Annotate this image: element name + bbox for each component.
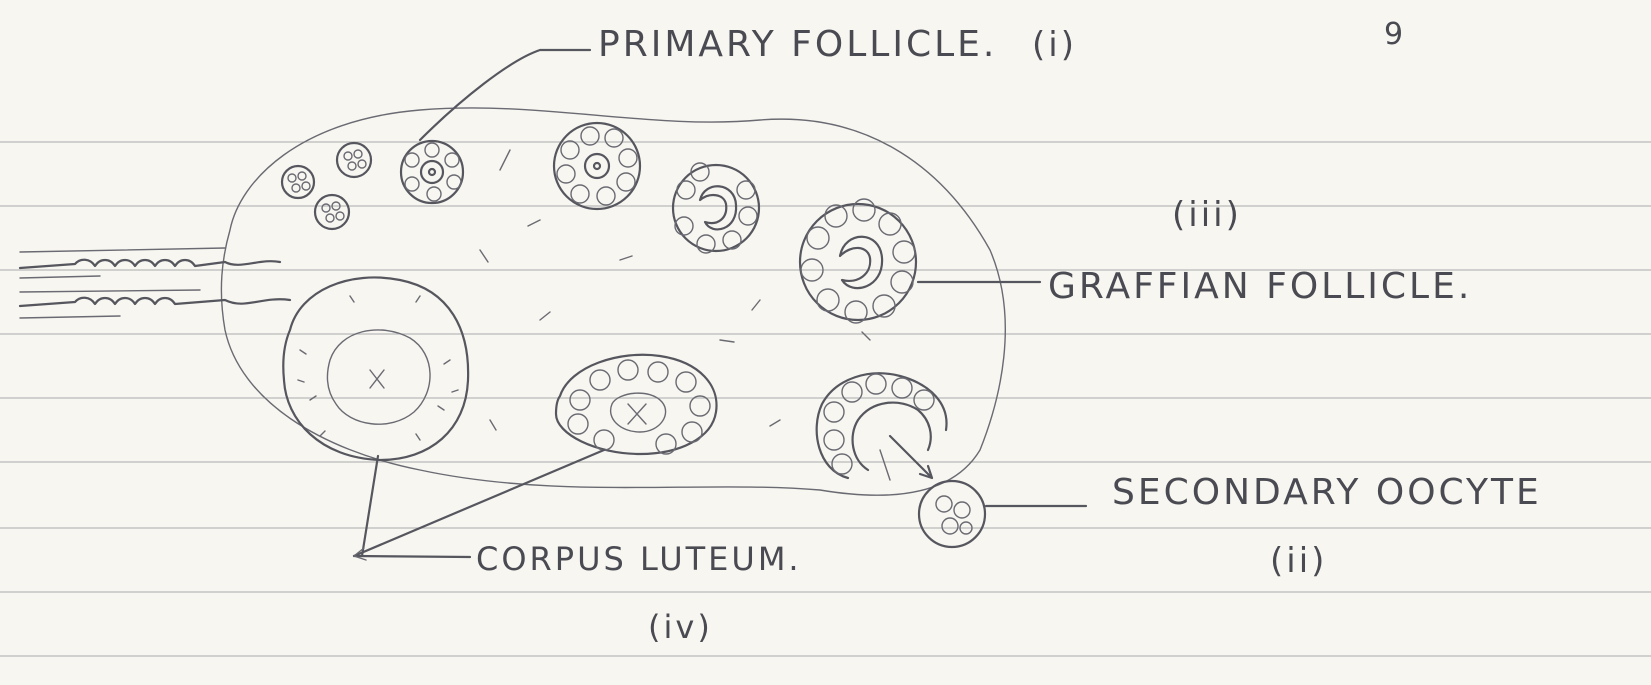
corpus-luteum-large — [283, 277, 468, 460]
secondary-oocyte — [919, 481, 985, 547]
primary-follicle — [401, 141, 463, 203]
graffian-follicle-label: GRAFFIAN FOLLICLE. — [1048, 266, 1472, 307]
leader-lines — [354, 50, 1086, 560]
ligament-squiggles — [20, 248, 290, 318]
corpus-luteum-number: (iv) — [648, 608, 713, 646]
growing-follicle — [554, 123, 640, 209]
ruptured-follicle — [817, 373, 947, 480]
graffian-follicle-number: (iii) — [1172, 195, 1242, 235]
page-number: 9 — [1384, 17, 1406, 52]
primary-follicle-number: (i) — [1032, 25, 1077, 65]
antral-follicle — [673, 163, 759, 253]
primary-follicle-label: PRIMARY FOLLICLE. — [598, 24, 997, 65]
graffian-follicle — [800, 199, 916, 323]
secondary-oocyte-number: (ii) — [1270, 541, 1327, 581]
secondary-oocyte-label: SECONDARY OOCYTE — [1112, 472, 1542, 513]
corpus-luteum-small — [556, 355, 717, 454]
corpus-luteum-label: CORPUS LUTEUM. — [476, 540, 802, 578]
primordial-follicles — [282, 143, 371, 229]
